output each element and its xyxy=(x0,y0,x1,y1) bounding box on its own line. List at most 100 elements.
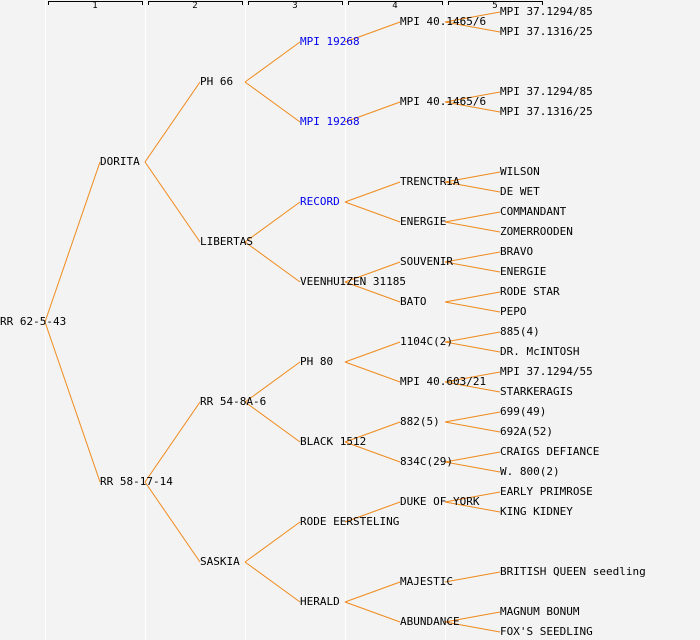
pedigree-node-gen-4: BATO xyxy=(400,295,427,308)
generation-header-bracket xyxy=(148,1,243,5)
connector-line xyxy=(344,21,401,43)
pedigree-node-gen-5: MPI 37.1316/25 xyxy=(500,105,593,118)
pedigree-node-gen-5: CRAIGS DEFIANCE xyxy=(500,445,600,458)
connector-line xyxy=(344,601,401,623)
generation-header-bracket xyxy=(248,1,343,5)
connector-line xyxy=(444,381,501,393)
connector-line xyxy=(344,361,401,383)
pedigree-node-gen-5: 885(4) xyxy=(500,325,540,338)
pedigree-node-gen-3[interactable]: MPI 19268 xyxy=(300,115,360,128)
column-separator xyxy=(245,0,246,640)
generation-header-label: 3 xyxy=(292,1,298,11)
pedigree-node-gen-5: ENERGIE xyxy=(500,265,547,278)
generation-header-label: 1 xyxy=(92,1,98,11)
connector-line xyxy=(444,421,501,433)
pedigree-node-gen-4: ABUNDANCE xyxy=(400,615,460,628)
pedigree-node-gen-1: RR 58-17-14 xyxy=(100,475,173,488)
connector-line xyxy=(444,371,501,383)
connector-line xyxy=(144,81,201,163)
connector-line xyxy=(444,171,501,183)
pedigree-node-gen-2: PH 66 xyxy=(200,75,234,88)
connector-line xyxy=(344,441,401,463)
connector-line xyxy=(344,581,401,603)
connector-line xyxy=(44,161,101,323)
pedigree-node-gen-3: HERALD xyxy=(300,595,340,608)
generation-header-label: 2 xyxy=(192,1,198,11)
pedigree-node-gen-4: 834C(29) xyxy=(400,455,453,468)
generation-header-bracket xyxy=(448,1,543,5)
pedigree-node-gen-5: MAGNUM BONUM xyxy=(500,605,580,618)
pedigree-node-gen-5: DE WET xyxy=(500,185,540,198)
pedigree-node-gen-4: SOUVENIR xyxy=(400,255,453,268)
connector-line xyxy=(344,181,401,203)
pedigree-node-gen-5: PEPO xyxy=(500,305,527,318)
pedigree-node-gen-5: 699(49) xyxy=(500,405,547,418)
connector-line xyxy=(444,291,501,303)
pedigree-node-gen-3: PH 80 xyxy=(300,355,334,368)
pedigree-node-gen-5: WILSON xyxy=(500,165,540,178)
column-separator xyxy=(145,0,146,640)
pedigree-node-gen-5: BRAVO xyxy=(500,245,534,258)
pedigree-node-gen-3[interactable]: MPI 19268 xyxy=(300,35,360,48)
pedigree-node-gen-5: DR. McINTOSH xyxy=(500,345,580,358)
connector-line xyxy=(444,571,501,583)
connector-line xyxy=(444,461,501,473)
pedigree-node-gen-3[interactable]: RECORD xyxy=(300,195,340,208)
generation-header-bracket xyxy=(48,1,143,5)
connector-line xyxy=(244,41,301,83)
pedigree-node-gen-5: COMMANDANT xyxy=(500,205,567,218)
connector-line xyxy=(444,411,501,423)
connector-line xyxy=(344,201,401,223)
connector-line xyxy=(144,401,201,483)
pedigree-node-gen-4: MAJESTIC xyxy=(400,575,453,588)
connector-line xyxy=(344,421,401,443)
connector-line xyxy=(244,401,301,443)
connector-line xyxy=(444,21,501,33)
pedigree-node-gen-5: MPI 37.1316/25 xyxy=(500,25,593,38)
pedigree-node-gen-5: ZOMERROODEN xyxy=(500,225,573,238)
connector-line xyxy=(244,521,301,563)
connector-line xyxy=(444,101,501,113)
pedigree-node-gen-5: RODE STAR xyxy=(500,285,560,298)
pedigree-node-gen-5: KING KIDNEY xyxy=(500,505,573,518)
pedigree-node-gen-3: RODE EERSTELING xyxy=(300,515,400,528)
pedigree-node-gen-4: MPI 40.1465/6 xyxy=(400,15,487,28)
pedigree-node-gen-4: TRENCTRIA xyxy=(400,175,460,188)
connector-line xyxy=(444,331,501,343)
generation-header-label: 5 xyxy=(492,1,498,11)
pedigree-node-gen-5: W. 800(2) xyxy=(500,465,560,478)
connector-line xyxy=(344,341,401,363)
connector-line xyxy=(344,101,401,123)
pedigree-node-gen-4: DUKE OF YORK xyxy=(400,495,480,508)
pedigree-node-gen-1: DORITA xyxy=(100,155,140,168)
connector-line xyxy=(444,221,501,233)
generation-header-bracket xyxy=(348,1,443,5)
pedigree-node-gen-5: 692A(52) xyxy=(500,425,553,438)
generation-header-label: 4 xyxy=(392,1,398,11)
pedigree-node-gen-4: MPI 40.603/21 xyxy=(400,375,487,388)
pedigree-node-gen-4: MPI 40.1465/6 xyxy=(400,95,487,108)
connector-line xyxy=(244,361,301,403)
connector-line xyxy=(444,611,501,623)
connector-line xyxy=(444,491,501,503)
pedigree-node-gen-2: SASKIA xyxy=(200,555,240,568)
connector-line xyxy=(444,91,501,103)
pedigree-node-gen-3: VEENHUIZEN 31185 xyxy=(300,275,406,288)
pedigree-node-gen-2: LIBERTAS xyxy=(200,235,253,248)
connector-line xyxy=(444,621,501,633)
connector-line xyxy=(244,201,301,243)
connector-line xyxy=(244,241,301,283)
pedigree-node-gen-5: EARLY PRIMROSE xyxy=(500,485,593,498)
pedigree-node-gen-4: ENERGIE xyxy=(400,215,447,228)
pedigree-node-gen-2: RR 54-8A-6 xyxy=(200,395,267,408)
connector-line xyxy=(44,321,101,483)
connector-line xyxy=(444,501,501,513)
connector-line xyxy=(444,341,501,353)
connector-line xyxy=(244,561,301,603)
connector-line xyxy=(444,181,501,193)
pedigree-node-gen-3: BLACK 1512 xyxy=(300,435,367,448)
pedigree-node-gen-5: FOX'S SEEDLING xyxy=(500,625,593,638)
connector-line xyxy=(144,481,201,563)
connector-line xyxy=(444,301,501,313)
pedigree-node-gen-4: 882(5) xyxy=(400,415,440,428)
